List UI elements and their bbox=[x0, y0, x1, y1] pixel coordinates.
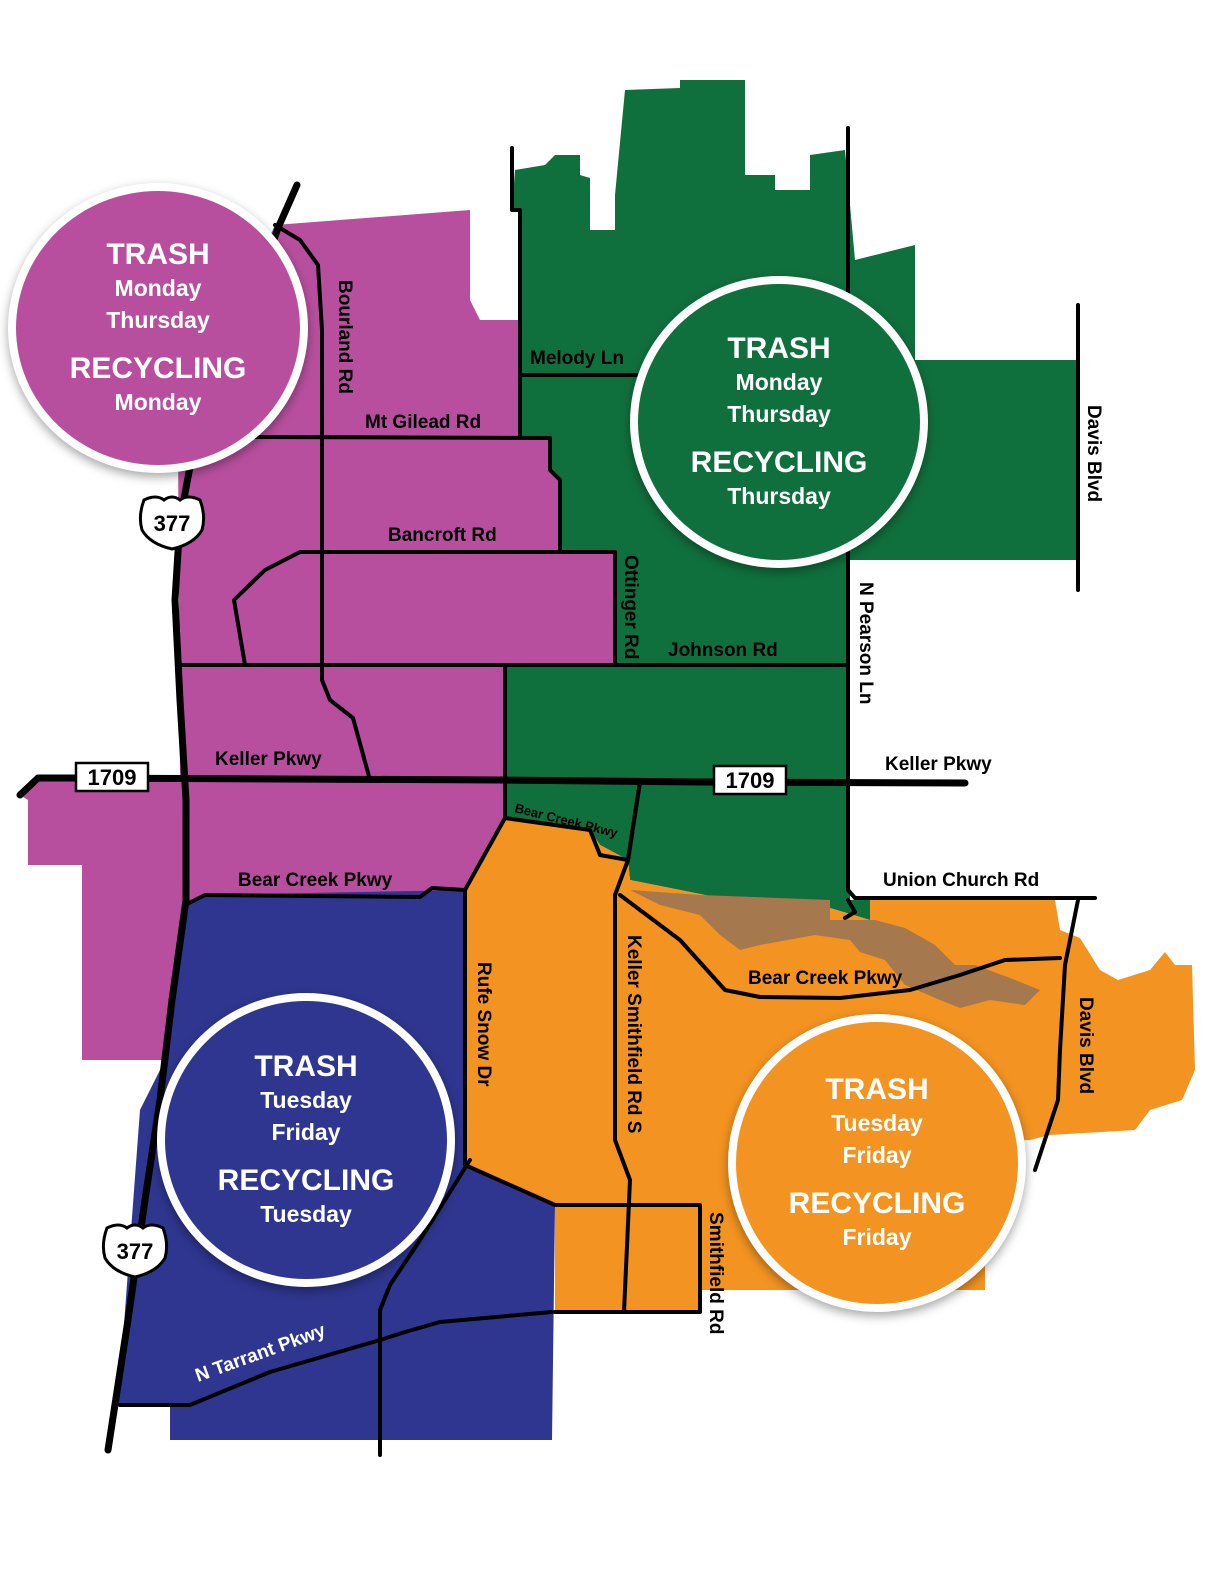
road-label-union-church: Union Church Rd bbox=[883, 870, 1039, 891]
trash-day: Tuesday bbox=[831, 1110, 923, 1136]
recycling-heading: RECYCLING bbox=[217, 1164, 395, 1197]
fm-1709-shield-west: 1709 bbox=[74, 761, 150, 793]
bear-creek-west-line bbox=[183, 886, 467, 907]
road-label-keller-pkwy-east: Keller Pkwy bbox=[885, 754, 992, 775]
union-tick-line bbox=[843, 898, 857, 920]
us-377-shield-bottom: 377 bbox=[101, 1223, 169, 1279]
road-label-bancroft: Bancroft Rd bbox=[388, 525, 497, 546]
recycling-heading: RECYCLING bbox=[69, 352, 247, 385]
svg-text:377: 377 bbox=[154, 511, 191, 536]
trash-day: Monday bbox=[114, 275, 202, 301]
road-label-ottinger: Ottinger Rd bbox=[620, 555, 641, 660]
purple-zone-schedule-badge: TRASH Monday Thursday RECYCLING Monday bbox=[8, 183, 308, 473]
green-zone-schedule-badge: TRASH Monday Thursday RECYCLING Thursday bbox=[630, 276, 928, 568]
road-label-keller-pkwy-west: Keller Pkwy bbox=[215, 749, 322, 770]
road-label-n-pearson: N Pearson Ln bbox=[855, 582, 876, 704]
road-label-rufe-snow: Rufe Snow Dr bbox=[473, 962, 494, 1087]
recycling-day: Monday bbox=[114, 389, 202, 415]
orange-zone-schedule-badge: TRASH Tuesday Friday RECYCLING Friday bbox=[728, 1014, 1026, 1312]
zone-purple-area bbox=[20, 210, 615, 1060]
trash-heading: TRASH bbox=[106, 238, 210, 271]
recycling-day: Thursday bbox=[727, 483, 831, 509]
mt-gilead-rd-line bbox=[253, 435, 562, 552]
south-connector-line bbox=[378, 1158, 472, 1457]
road-label-bourland: Bourland Rd bbox=[334, 280, 355, 394]
road-label-mt-gilead: Mt Gilead Rd bbox=[365, 412, 481, 433]
rufe-snow-dr-line bbox=[463, 816, 702, 1314]
road-label-keller-smithfield: Keller Smithfield Rd S bbox=[623, 935, 644, 1133]
recycling-heading: RECYCLING bbox=[788, 1187, 966, 1220]
road-label-bear-creek-west: Bear Creek Pkwy bbox=[238, 870, 393, 891]
bear-creek-east-line bbox=[618, 893, 1062, 1000]
bourland-rd-line bbox=[273, 223, 372, 782]
keller-smithfield-line bbox=[613, 780, 642, 1314]
trash-day: Friday bbox=[842, 1142, 912, 1168]
trash-day: Thursday bbox=[727, 401, 831, 427]
trash-day: Thursday bbox=[106, 307, 210, 333]
us-377-shield-top: 377 bbox=[138, 495, 206, 551]
road-label-smithfield: Smithfield Rd bbox=[705, 1212, 726, 1334]
road-label-bear-creek-east: Bear Creek Pkwy bbox=[748, 968, 903, 989]
blue-zone-schedule-badge: TRASH Tuesday Friday RECYCLING Tuesday bbox=[157, 993, 455, 1287]
trash-heading: TRASH bbox=[254, 1050, 358, 1083]
road-label-melody: Melody Ln bbox=[530, 348, 624, 369]
trash-day: Monday bbox=[735, 369, 823, 395]
trash-heading: TRASH bbox=[825, 1073, 929, 1106]
recycling-day: Tuesday bbox=[260, 1201, 352, 1227]
trash-heading: TRASH bbox=[727, 332, 831, 365]
davis-blvd-south-line bbox=[1033, 898, 1080, 1172]
road-label-davis-north: Davis Blvd bbox=[1083, 405, 1104, 502]
bancroft-rd-line bbox=[232, 550, 617, 667]
svg-text:1709: 1709 bbox=[726, 768, 775, 793]
west-boundary-line bbox=[510, 146, 522, 440]
trash-day: Friday bbox=[271, 1119, 341, 1145]
svg-text:1709: 1709 bbox=[88, 765, 137, 790]
recycling-day: Friday bbox=[842, 1224, 912, 1250]
bear-creek-park-area bbox=[630, 890, 1040, 1008]
recycling-heading: RECYCLING bbox=[690, 446, 868, 479]
svg-text:377: 377 bbox=[117, 1239, 154, 1264]
trash-day: Tuesday bbox=[260, 1087, 352, 1113]
road-label-davis-south: Davis Blvd bbox=[1075, 997, 1096, 1094]
fm-1709-shield-east: 1709 bbox=[712, 764, 788, 796]
road-label-johnson: Johnson Rd bbox=[668, 640, 778, 661]
